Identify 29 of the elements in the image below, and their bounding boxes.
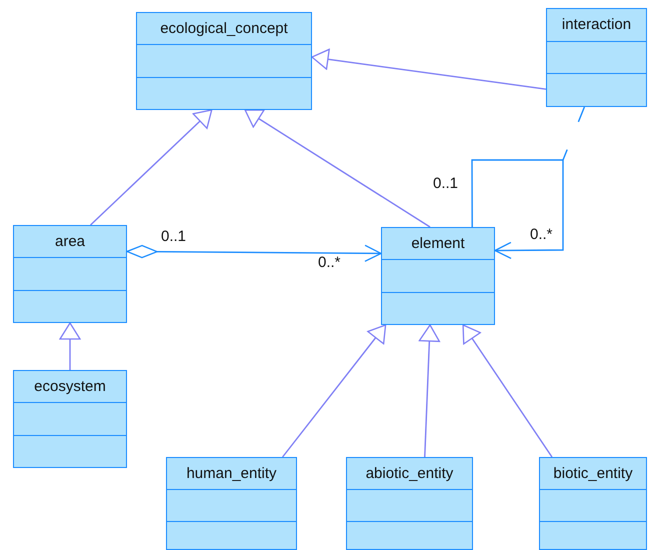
multiplicity-label: 0..* xyxy=(530,226,553,243)
generalization-arrow xyxy=(311,48,546,90)
association-arrow xyxy=(471,159,564,260)
multiplicity-label: 0..1 xyxy=(161,228,186,245)
generalization-arrow xyxy=(282,324,386,458)
class-box xyxy=(136,12,312,110)
class-name: interaction xyxy=(562,16,632,34)
class-box xyxy=(539,457,647,550)
class-box xyxy=(381,227,495,325)
generalization-arrow xyxy=(59,322,81,370)
generalization-arrow xyxy=(90,109,212,226)
association-arrow xyxy=(126,244,382,262)
generalization-arrow xyxy=(244,109,430,228)
class-name: element xyxy=(411,235,465,252)
class-name: human_entity xyxy=(186,465,277,482)
class-name: biotic_entity xyxy=(553,465,633,482)
class-box xyxy=(13,225,127,323)
class-name: abiotic_entity xyxy=(366,465,454,482)
class-name: area xyxy=(54,233,86,250)
class-box xyxy=(166,457,297,550)
generalization-arrow xyxy=(462,324,553,458)
class-name: ecological_concept xyxy=(160,20,288,38)
class-name: ecosystem xyxy=(34,378,106,396)
class-box xyxy=(346,457,473,550)
class-box xyxy=(546,8,647,107)
class-box xyxy=(13,370,127,468)
generalization-arrow xyxy=(418,324,440,458)
multiplicity-label: 0..* xyxy=(318,254,341,271)
multiplicity-label: 0..1 xyxy=(433,175,458,192)
